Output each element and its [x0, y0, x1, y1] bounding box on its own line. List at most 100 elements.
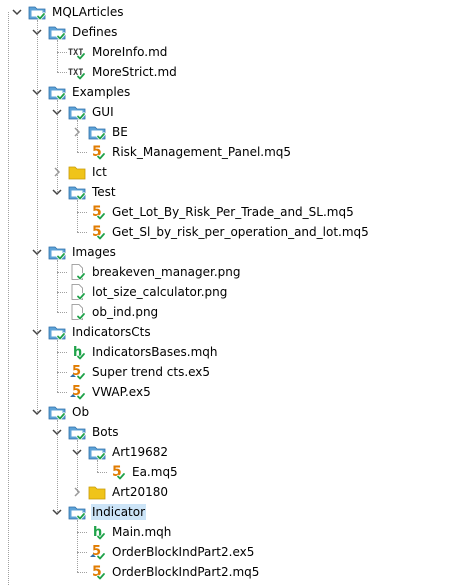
tree-guide-line — [77, 440, 78, 492]
tree-item-test[interactable]: Test — [0, 182, 458, 202]
tree-item-label: ob_ind.png — [92, 305, 159, 319]
svg-text:5: 5 — [92, 224, 102, 240]
svg-text:h: h — [73, 345, 82, 360]
svg-text:5: 5 — [92, 144, 102, 160]
tree-item-label: Get_Lot_By_Risk_Per_Trade_and_SL.mq5 — [112, 205, 354, 219]
tree-guide-line — [77, 152, 87, 153]
chevron-down-icon[interactable] — [30, 325, 44, 339]
tree-item-lot-size-calculator-png[interactable]: lot_size_calculator.png — [0, 282, 458, 302]
svg-text:h: h — [93, 525, 102, 540]
chevron-down-icon[interactable] — [50, 105, 64, 119]
chevron-down-icon[interactable] — [50, 185, 64, 199]
tree-guide-line — [77, 572, 87, 573]
tree-item-images[interactable]: Images — [0, 242, 458, 262]
tree-item-label: VWAP.ex5 — [92, 385, 151, 399]
tree-item-label: BE — [112, 125, 128, 139]
folder-icon — [88, 486, 106, 500]
svg-text:TXT: TXT — [68, 48, 83, 58]
folder-icon — [68, 106, 86, 121]
tree-item-examples[interactable]: Examples — [0, 82, 458, 102]
svg-text:5: 5 — [112, 464, 122, 480]
chevron-right-icon[interactable] — [70, 485, 84, 499]
tree-item-orderblockindpart2-ex5[interactable]: 5 OrderBlockIndPart2.ex5 — [0, 542, 458, 562]
tree-guide-line — [57, 72, 67, 73]
tree-guide-line — [97, 472, 107, 473]
tree-item-art20180[interactable]: Art20180 — [0, 482, 458, 502]
tree-item-art19682[interactable]: Art19682 — [0, 442, 458, 462]
tree-guide-line — [97, 460, 98, 472]
text-file-icon: TXT — [68, 48, 86, 61]
folder-icon — [48, 326, 66, 341]
chevron-right-icon[interactable] — [70, 125, 84, 139]
mq5-file-icon: 5 — [92, 204, 106, 221]
tree-item-morestrict-md[interactable]: TXT MoreStrict.md — [0, 62, 458, 82]
tree-guide-line — [57, 392, 67, 393]
tree-item-label: IndicatorsCts — [72, 325, 151, 339]
tree-item-mqlarticles[interactable]: MQLArticles — [0, 2, 458, 22]
chevron-down-icon[interactable] — [50, 505, 64, 519]
tree-item-label: Indicator — [91, 504, 147, 520]
chevron-down-icon[interactable] — [30, 85, 44, 99]
tree-guide-line — [57, 260, 58, 312]
tree-item-label: lot_size_calculator.png — [92, 285, 228, 299]
tree-item-label: Images — [72, 245, 116, 259]
folder-icon — [68, 426, 86, 441]
chevron-down-icon[interactable] — [50, 425, 64, 439]
chevron-down-icon[interactable] — [30, 25, 44, 39]
tree-item-label: Defines — [72, 25, 118, 39]
tree-guide-line — [57, 40, 58, 72]
tree-item-gui[interactable]: GUI — [0, 102, 458, 122]
folder-icon — [48, 86, 66, 101]
tree-guide-line — [57, 312, 67, 313]
tree-item-label: OrderBlockIndPart2.ex5 — [112, 545, 255, 559]
tree-item-ict[interactable]: Ict — [0, 162, 458, 182]
tree-item-be[interactable]: BE — [0, 122, 458, 142]
tree-item-label: MoreInfo.md — [92, 45, 168, 59]
tree-item-label: GUI — [92, 105, 114, 119]
svg-text:TXT: TXT — [68, 68, 83, 78]
tree-item-moreinfo-md[interactable]: TXT MoreInfo.md — [0, 42, 458, 62]
mqh-file-icon: h — [93, 525, 106, 541]
tree-item-defines[interactable]: Defines — [0, 22, 458, 42]
tree-item-ob[interactable]: Ob — [0, 402, 458, 422]
text-file-icon: TXT — [68, 68, 86, 81]
tree-guide-line — [57, 340, 58, 392]
tree-item-label: MoreStrict.md — [92, 65, 177, 79]
chevron-down-icon[interactable] — [70, 445, 84, 459]
chevron-down-icon[interactable] — [30, 245, 44, 259]
mq5-file-icon: 5 — [92, 224, 106, 241]
tree-guide-line — [77, 232, 87, 233]
tree-item-ob-ind-png[interactable]: ob_ind.png — [0, 302, 458, 322]
tree-item-label: Ict — [92, 165, 107, 179]
tree-item-label: Bots — [92, 425, 119, 439]
tree-item-bots[interactable]: Bots — [0, 422, 458, 442]
tree-item-label: Examples — [72, 85, 131, 99]
tree-guide-line — [77, 212, 87, 213]
tree-guide-line — [37, 20, 38, 412]
tree-item-indicatorscts[interactable]: IndicatorsCts — [0, 322, 458, 342]
tree-guide-line — [57, 292, 67, 293]
svg-text:5: 5 — [92, 544, 101, 559]
tree-item-label: Art19682 — [112, 445, 169, 459]
chevron-down-icon[interactable] — [10, 5, 24, 19]
tree-item-indicatorsbases-mqh[interactable]: h IndicatorsBases.mqh — [0, 342, 458, 362]
chevron-right-icon[interactable] — [50, 165, 64, 179]
chevron-down-icon[interactable] — [30, 405, 44, 419]
tree-guide-line — [77, 552, 87, 553]
tree-item-indicator[interactable]: Indicator — [0, 502, 458, 522]
folder-icon — [48, 26, 66, 41]
tree-item-label: IndicatorsBases.mqh — [92, 345, 218, 359]
tree-guide-line — [57, 272, 67, 273]
tree-item-vwap-ex5[interactable]: 5 VWAP.ex5 — [0, 382, 458, 402]
tree-item-get-lot-by-risk-per-trade-and-sl-mq5[interactable]: 5 Get_Lot_By_Risk_Per_Trade_and_SL.mq5 — [0, 202, 458, 222]
ex5-file-icon: 5 — [70, 384, 86, 401]
folder-icon — [88, 446, 106, 461]
tree-guide-line — [77, 200, 78, 232]
tree-item-breakeven-manager-png[interactable]: breakeven_manager.png — [0, 262, 458, 282]
